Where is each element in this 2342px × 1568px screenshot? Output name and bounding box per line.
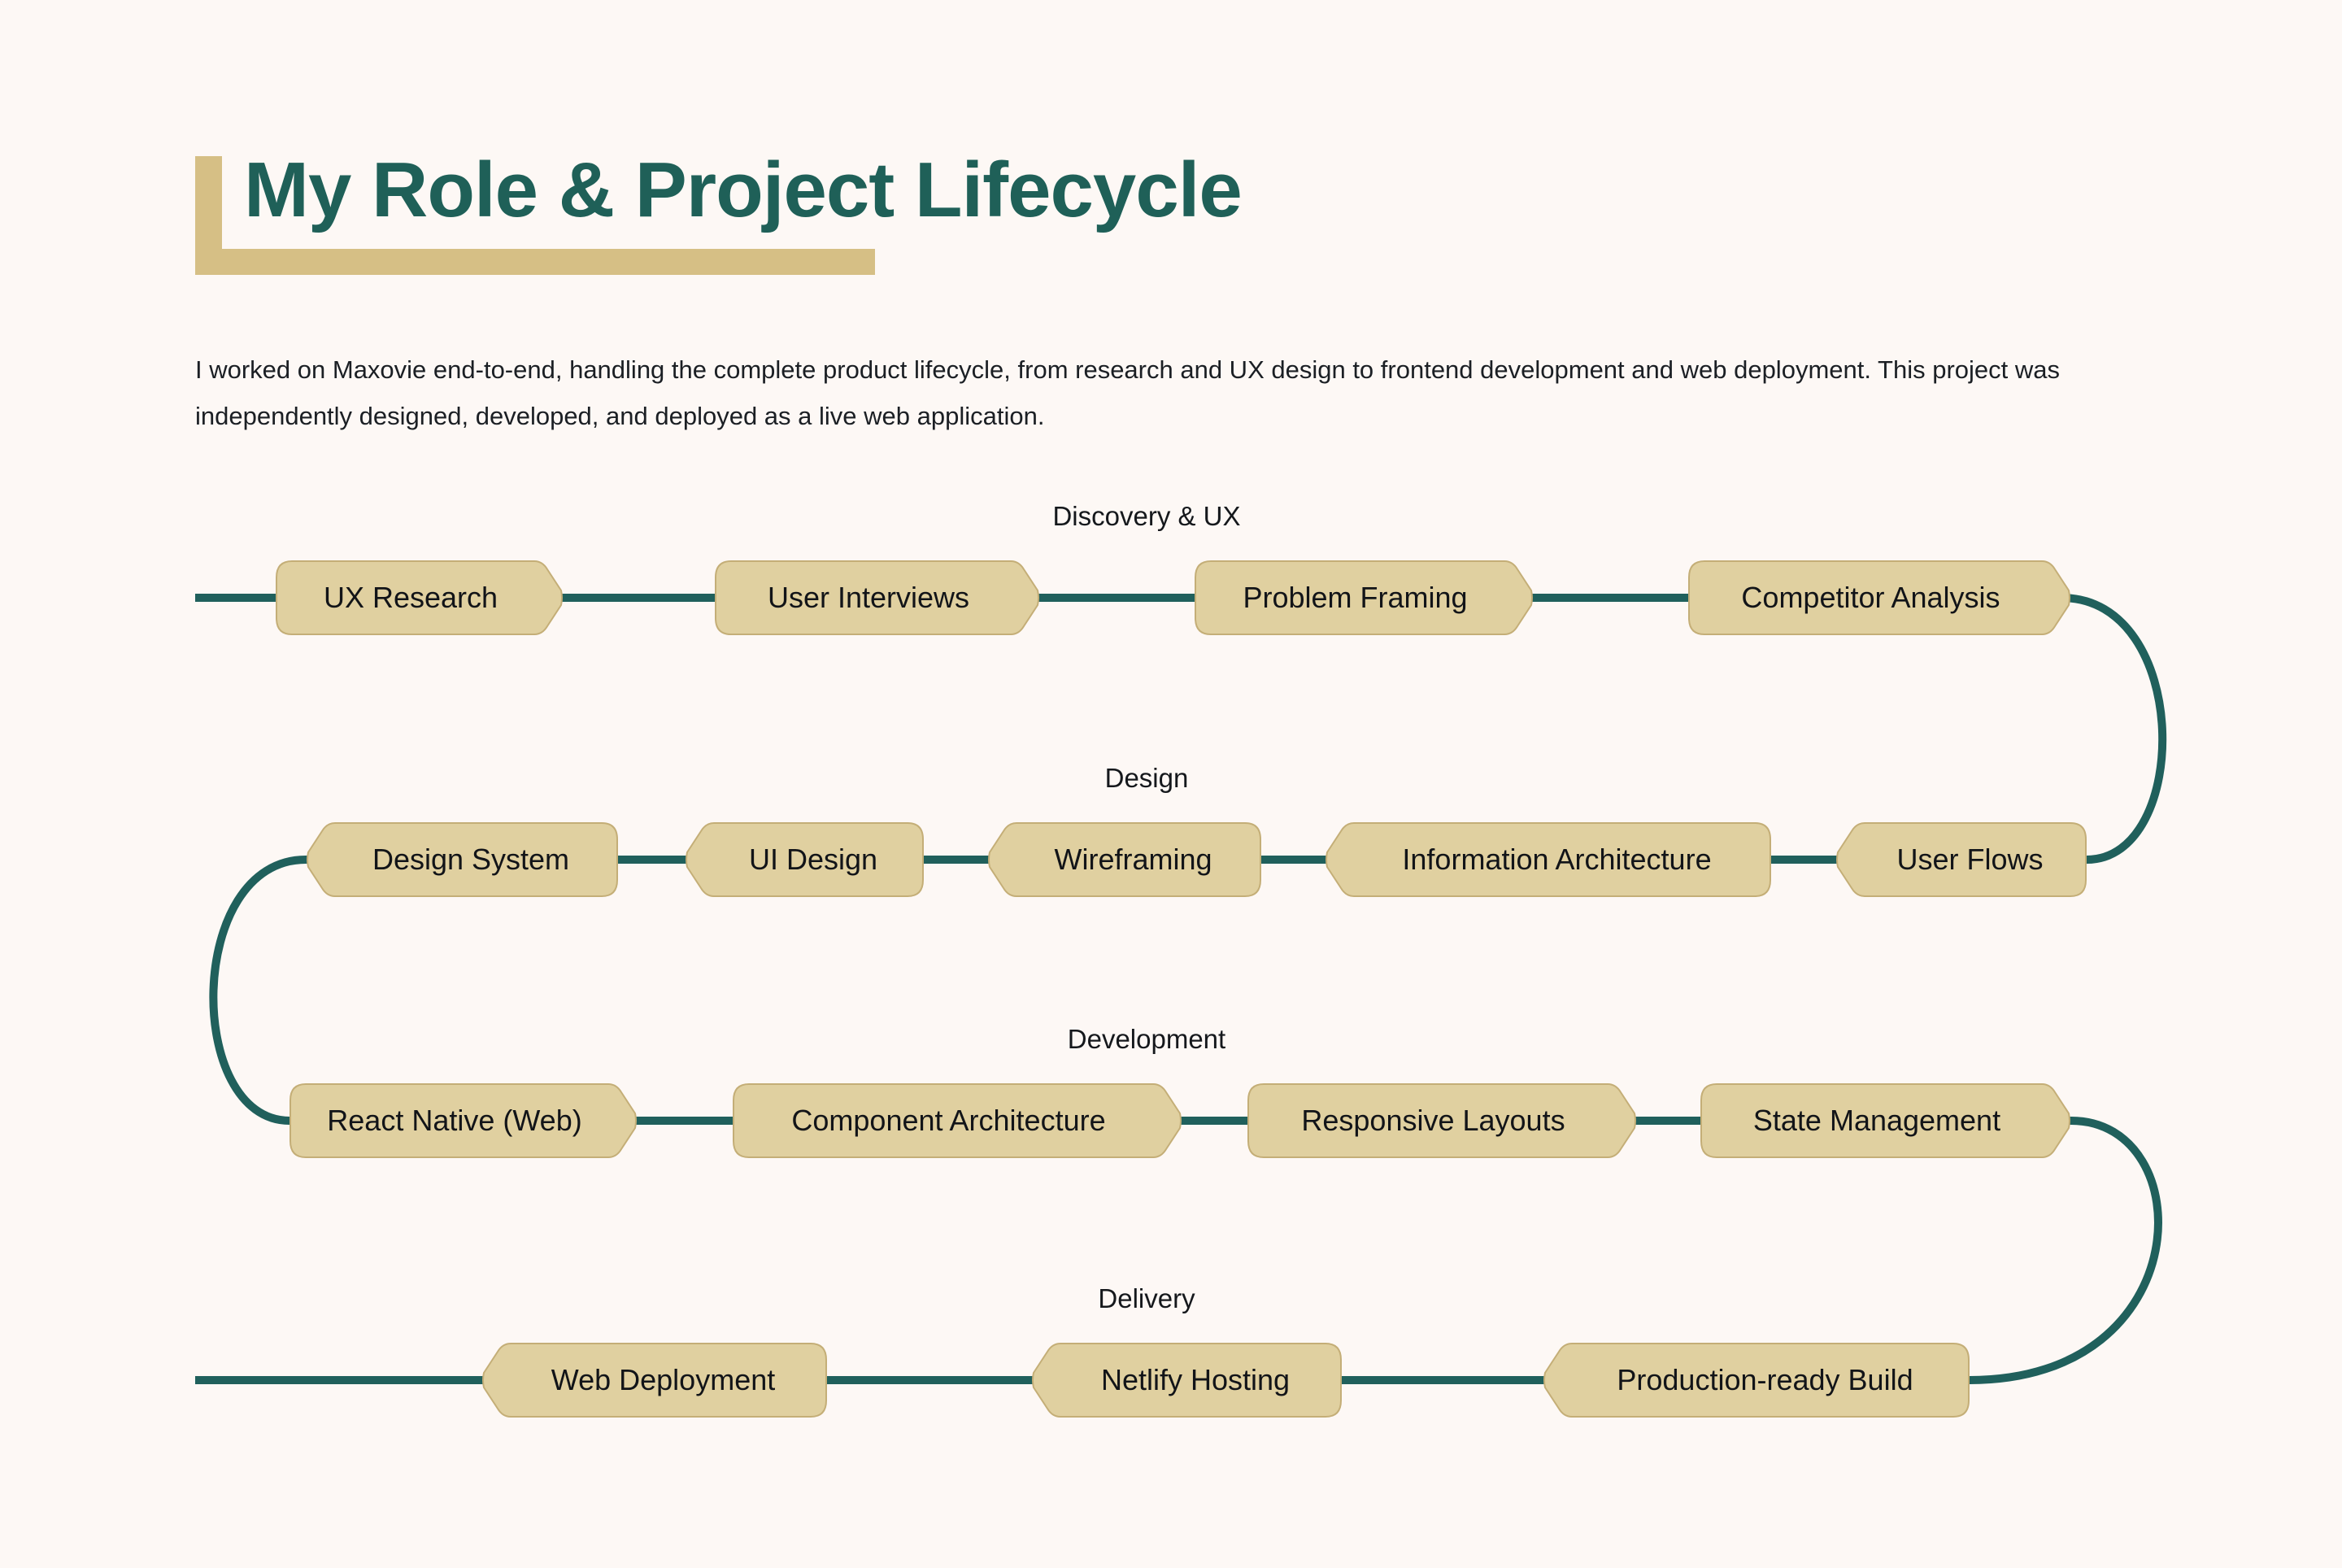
section-label-discovery: Discovery & UX [1052, 501, 1241, 531]
node-responsive-layouts: Responsive Layouts [1247, 1083, 1637, 1158]
node-ui-design: UI Design [685, 822, 924, 897]
page-title: My Role & Project Lifecycle [244, 146, 1243, 233]
node-problem-framing: Problem Framing [1195, 560, 1534, 635]
node-user-interviews: User Interviews [715, 560, 1040, 635]
node-wireframing: Wireframing [987, 822, 1261, 897]
section-label-design: Design [1104, 763, 1189, 793]
node-ux-research: UX Research [276, 560, 564, 635]
intro-paragraph: I worked on Maxovie end-to-end, handling… [195, 355, 2060, 430]
node-information-architecture: Information Architecture [1325, 822, 1771, 897]
node-production-ready-build: Production-ready Build [1543, 1343, 1970, 1418]
title-accent-underline [195, 249, 875, 275]
node-component-architecture: Component Architecture [733, 1083, 1182, 1158]
node-react-native-web: React Native (Web) [289, 1083, 638, 1158]
node-competitor-analysis: Competitor Analysis [1688, 560, 2071, 635]
section-label-delivery: Delivery [1098, 1283, 1195, 1313]
node-web-deployment: Web Deployment [481, 1343, 827, 1418]
node-user-flows: User Flows [1835, 822, 2087, 897]
section-label-development: Development [1067, 1024, 1226, 1054]
node-state-management: State Management [1700, 1083, 2071, 1158]
node-design-system: Design System [306, 822, 618, 897]
node-netlify-hosting: Netlify Hosting [1031, 1343, 1342, 1418]
